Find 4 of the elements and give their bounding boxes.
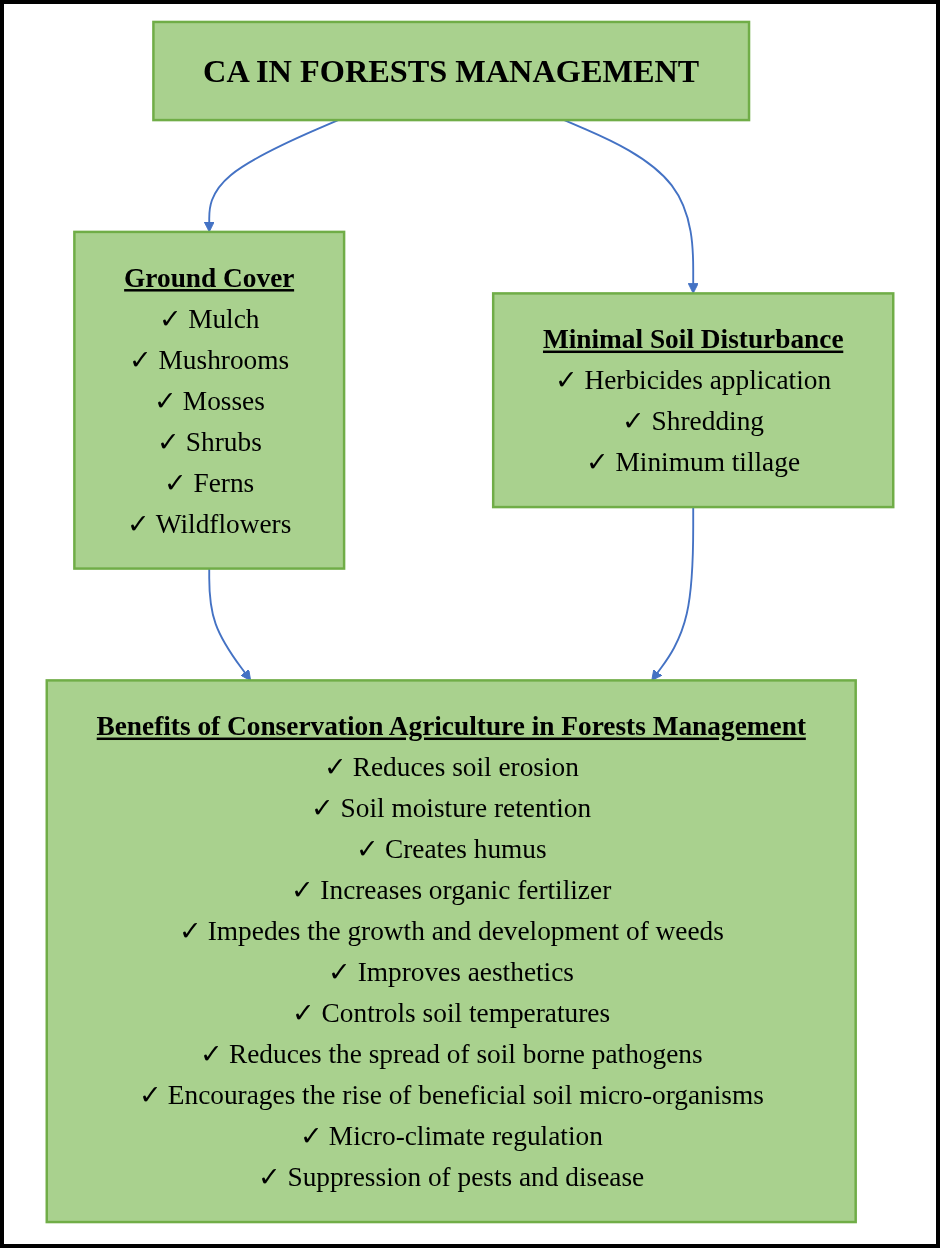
node-box: Benefits of Conservation Agriculture in Forests Management ✓ Reduces soil erosion ✓ Soil moisture retention ✓ Creates humus ✓ Increases organic fertilizer ✓ Impedes the growth and development of weeds ✓ Improves aesthetics ✓ Controls soil temperatures ✓ Reduces the spread of soil borne pathogens ✓ Encourages the rise of beneficial soil micro-organisms ✓ Micro-climate regulation ✓ Suppression of pests and disease	[45, 679, 857, 1224]
node-box: Ground Cover ✓ Mulch ✓ Mushrooms ✓ Mosses ✓ Shrubs ✓ Ferns ✓ Wildflowers	[73, 230, 346, 570]
node-box: CA IN FORESTS MANAGEMENT	[152, 20, 751, 122]
node-box: Minimal Soil Disturbance ✓ Herbicides application ✓ Shredding ✓ Minimum tillage	[491, 292, 895, 509]
